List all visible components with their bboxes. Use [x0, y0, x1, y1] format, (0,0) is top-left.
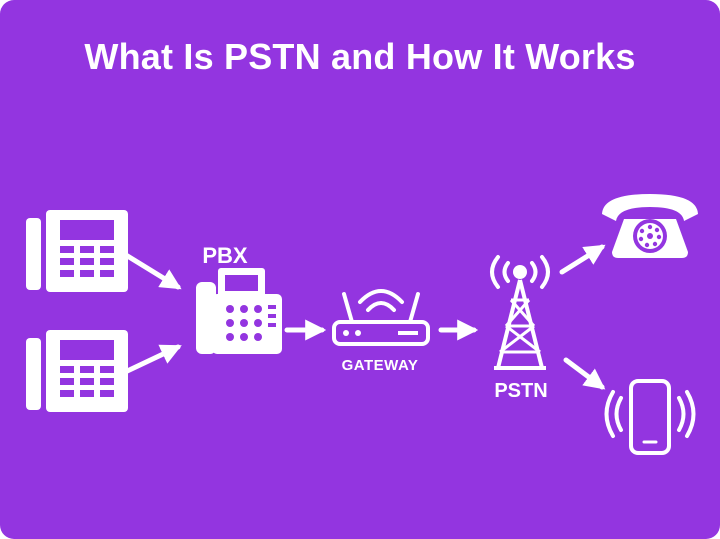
- desk-phone-icon: [26, 210, 128, 292]
- arrow-phone1-to-pbx: [118, 249, 182, 290]
- desk-phone-icon: [26, 330, 128, 412]
- router-icon: [332, 289, 430, 346]
- pbx-phone-icon: [196, 268, 282, 354]
- rotary-phone-icon: [602, 194, 698, 258]
- gateway-label: GATEWAY: [341, 357, 419, 374]
- pbx-label: PBX: [202, 243, 248, 268]
- pstn-label: PSTN: [494, 380, 548, 402]
- page-title: What Is PSTN and How It Works: [84, 36, 636, 77]
- mobile-phone-icon: [604, 379, 696, 455]
- cell-tower-icon: [490, 255, 550, 370]
- arrow-pstn-to-landline: [559, 244, 606, 275]
- arrow-pstn-to-mobile: [563, 357, 606, 390]
- arrow-phone2-to-pbx: [118, 344, 182, 377]
